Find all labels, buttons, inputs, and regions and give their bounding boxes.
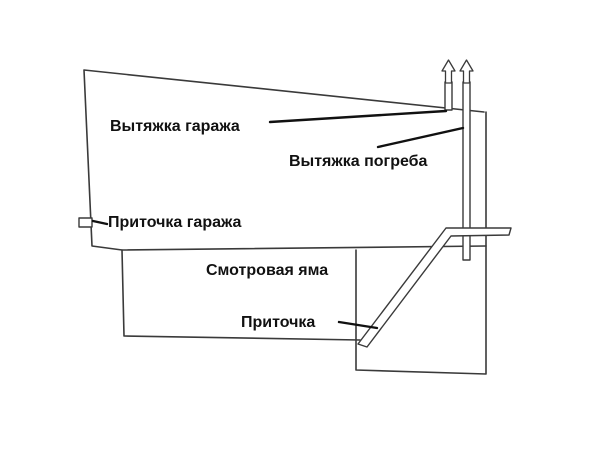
garage-exhaust-label: Вытяжка гаража [110,118,240,135]
cellar-exhaust-arrow-icon [459,59,474,84]
intake-leader [337,320,379,330]
cellar-outline [355,111,487,375]
garage-outline [83,69,487,251]
intake-label: Приточка [241,314,315,331]
garage-exhaust-arrow-icon [441,59,456,84]
cellar-exhaust-label: Вытяжка погреба [289,153,428,170]
garage-intake-vent [78,217,93,228]
garage-exhaust-pipe [444,81,453,111]
garage-exhaust-leader [268,109,448,124]
garage-intake-label: Приточка гаража [108,214,242,231]
garage-intake-leader [91,219,109,226]
inspection-pit-label: Смотровая яма [206,262,328,279]
cellar-exhaust-leader [376,126,465,149]
inspection-pit-outline [121,249,361,341]
cellar-intake-pipe [357,227,512,348]
